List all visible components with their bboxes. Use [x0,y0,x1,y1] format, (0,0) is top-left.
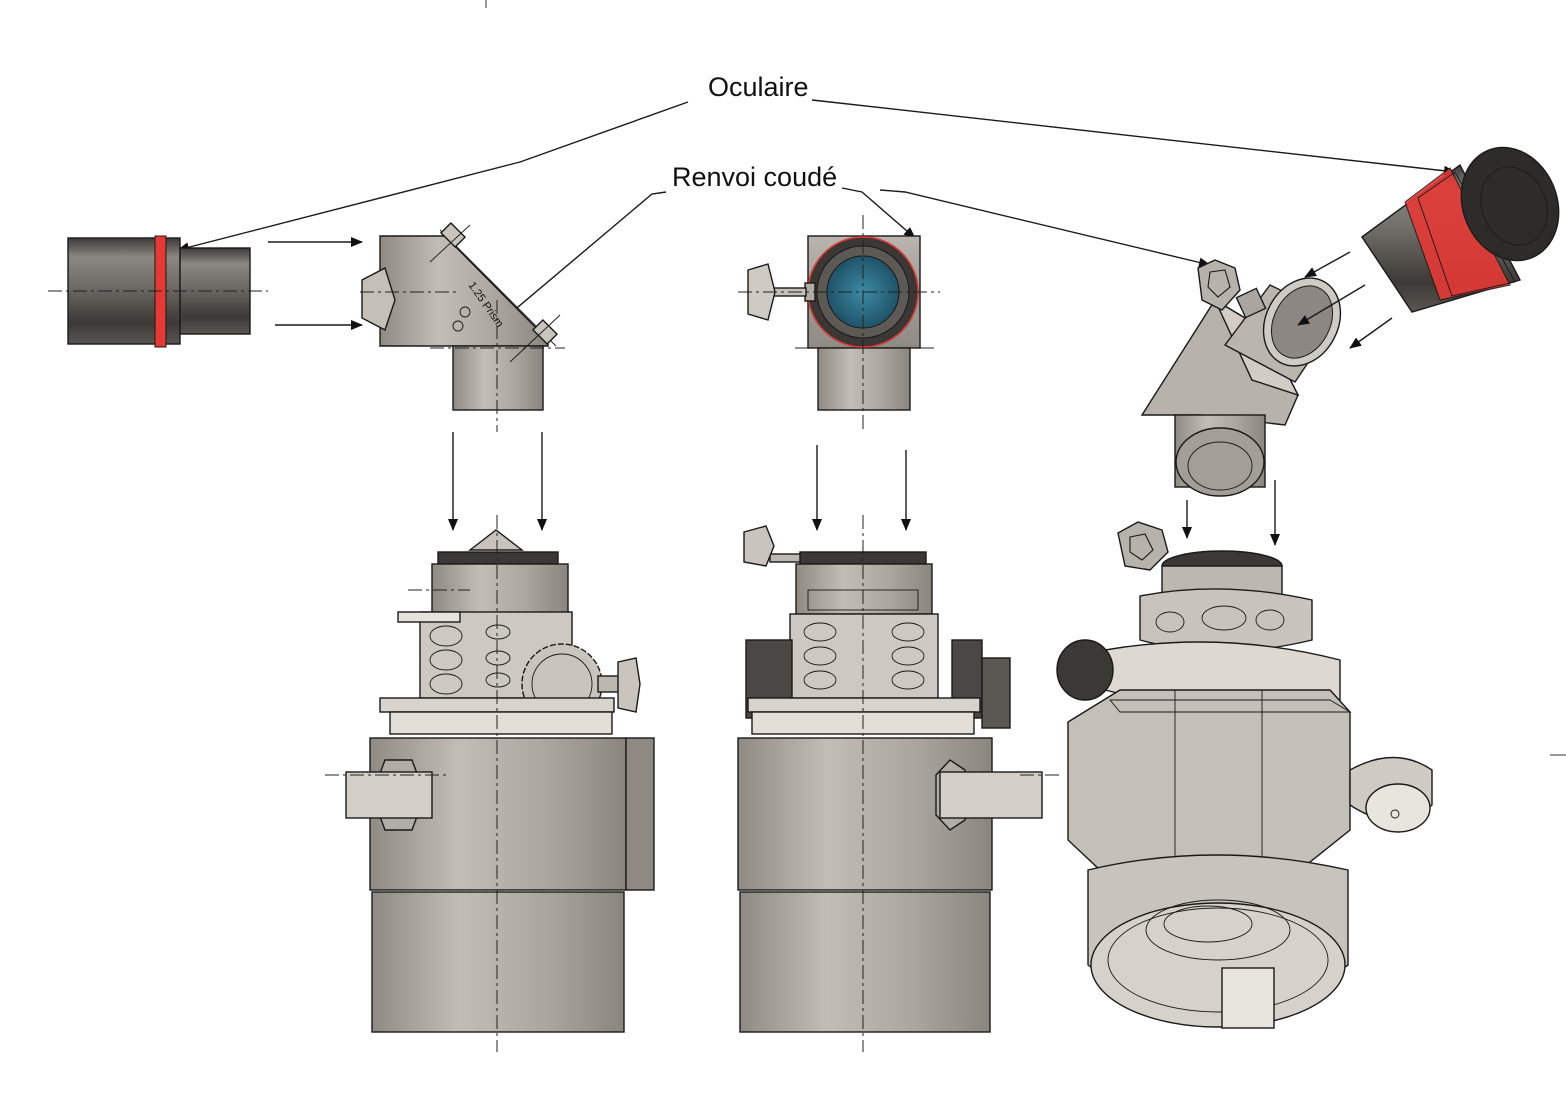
label-diagonal: Renvoi coudé [672,162,837,192]
eyepiece-side-view [48,235,268,348]
diagonal-side-view: 1.25 Prism [360,221,565,432]
assembly-arrows-isometric [1182,251,1393,546]
leader-lines [177,99,1456,319]
assembly-arrows-diagonal-front [812,445,911,531]
label-eyepiece: Oculaire [708,72,809,102]
assembly-arrows-eyepiece [268,237,363,330]
diagonal-front-view [738,215,940,432]
focus-knob-iso [1056,639,1114,701]
diagonal-isometric-view [1140,259,1342,497]
focuser-side-view [325,515,655,1052]
assembly-arrows-diagonal-side [448,432,547,531]
lens-iso [1163,905,1253,943]
focuser-isometric-view [1056,521,1433,1029]
focuser-front-view [737,515,1060,1052]
eyepiece-isometric-view [1361,146,1560,313]
